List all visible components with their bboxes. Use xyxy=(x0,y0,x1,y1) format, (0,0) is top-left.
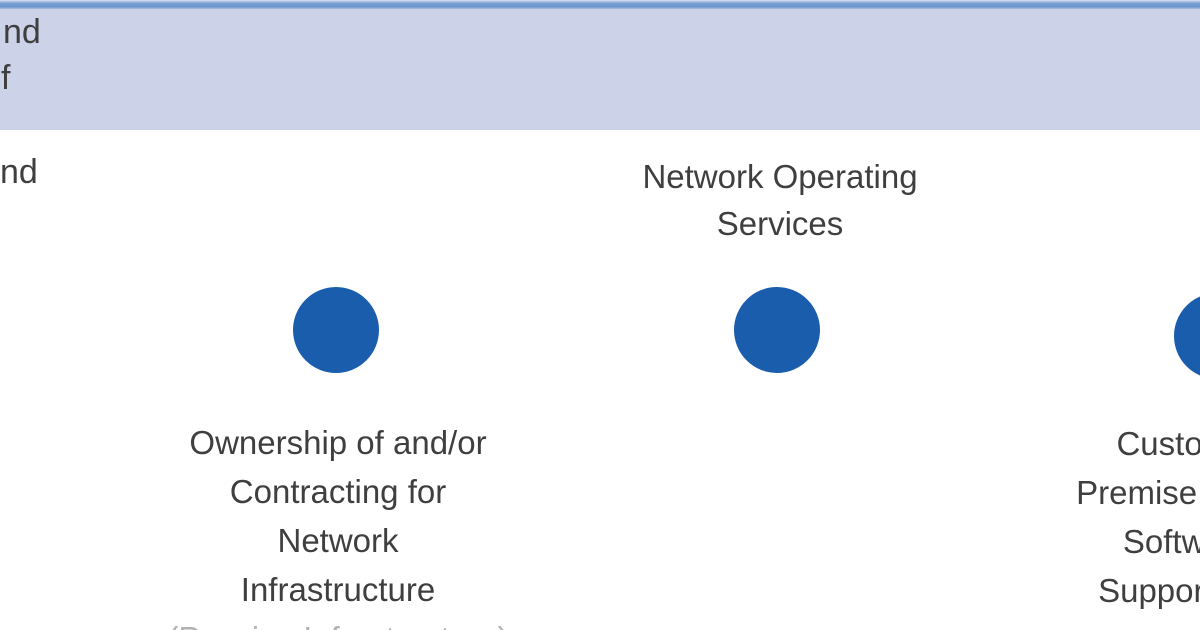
label-line: Premise and/or xyxy=(1076,474,1200,511)
label-line: Network xyxy=(277,522,399,559)
operations-dot-icon xyxy=(730,283,824,377)
band-bottom-border xyxy=(0,0,1200,9)
value-chain-band xyxy=(0,0,1200,130)
left-cutoff-text-fragment: nd xyxy=(3,13,41,51)
label-line: Infrastructure xyxy=(240,571,436,608)
network-infrastructure-label: Ownership of and/or Contracting for Netw… xyxy=(138,418,538,614)
infrastructure-dot-icon xyxy=(289,283,383,377)
label-line: Network Operating xyxy=(642,158,918,195)
label-line: Contracting for xyxy=(229,473,447,510)
label-line: Support and xyxy=(1098,572,1200,609)
clipped-text-fragment: (Passive Infrastructure) xyxy=(138,614,538,630)
left-cutoff-text-fragment: nd xyxy=(0,153,38,191)
label-line: Services xyxy=(716,205,844,242)
network-operating-services-label: Network Operating Services xyxy=(555,153,1005,247)
services-dot-icon xyxy=(1170,289,1200,383)
left-cutoff-text-fragment: f xyxy=(1,59,11,97)
label-line: Software xyxy=(1122,523,1200,560)
label-line: Customer xyxy=(1116,425,1200,462)
label-line: Ownership of and/or xyxy=(189,424,487,461)
customer-premise-label: Customer Premise and/or Software Support… xyxy=(988,419,1200,615)
